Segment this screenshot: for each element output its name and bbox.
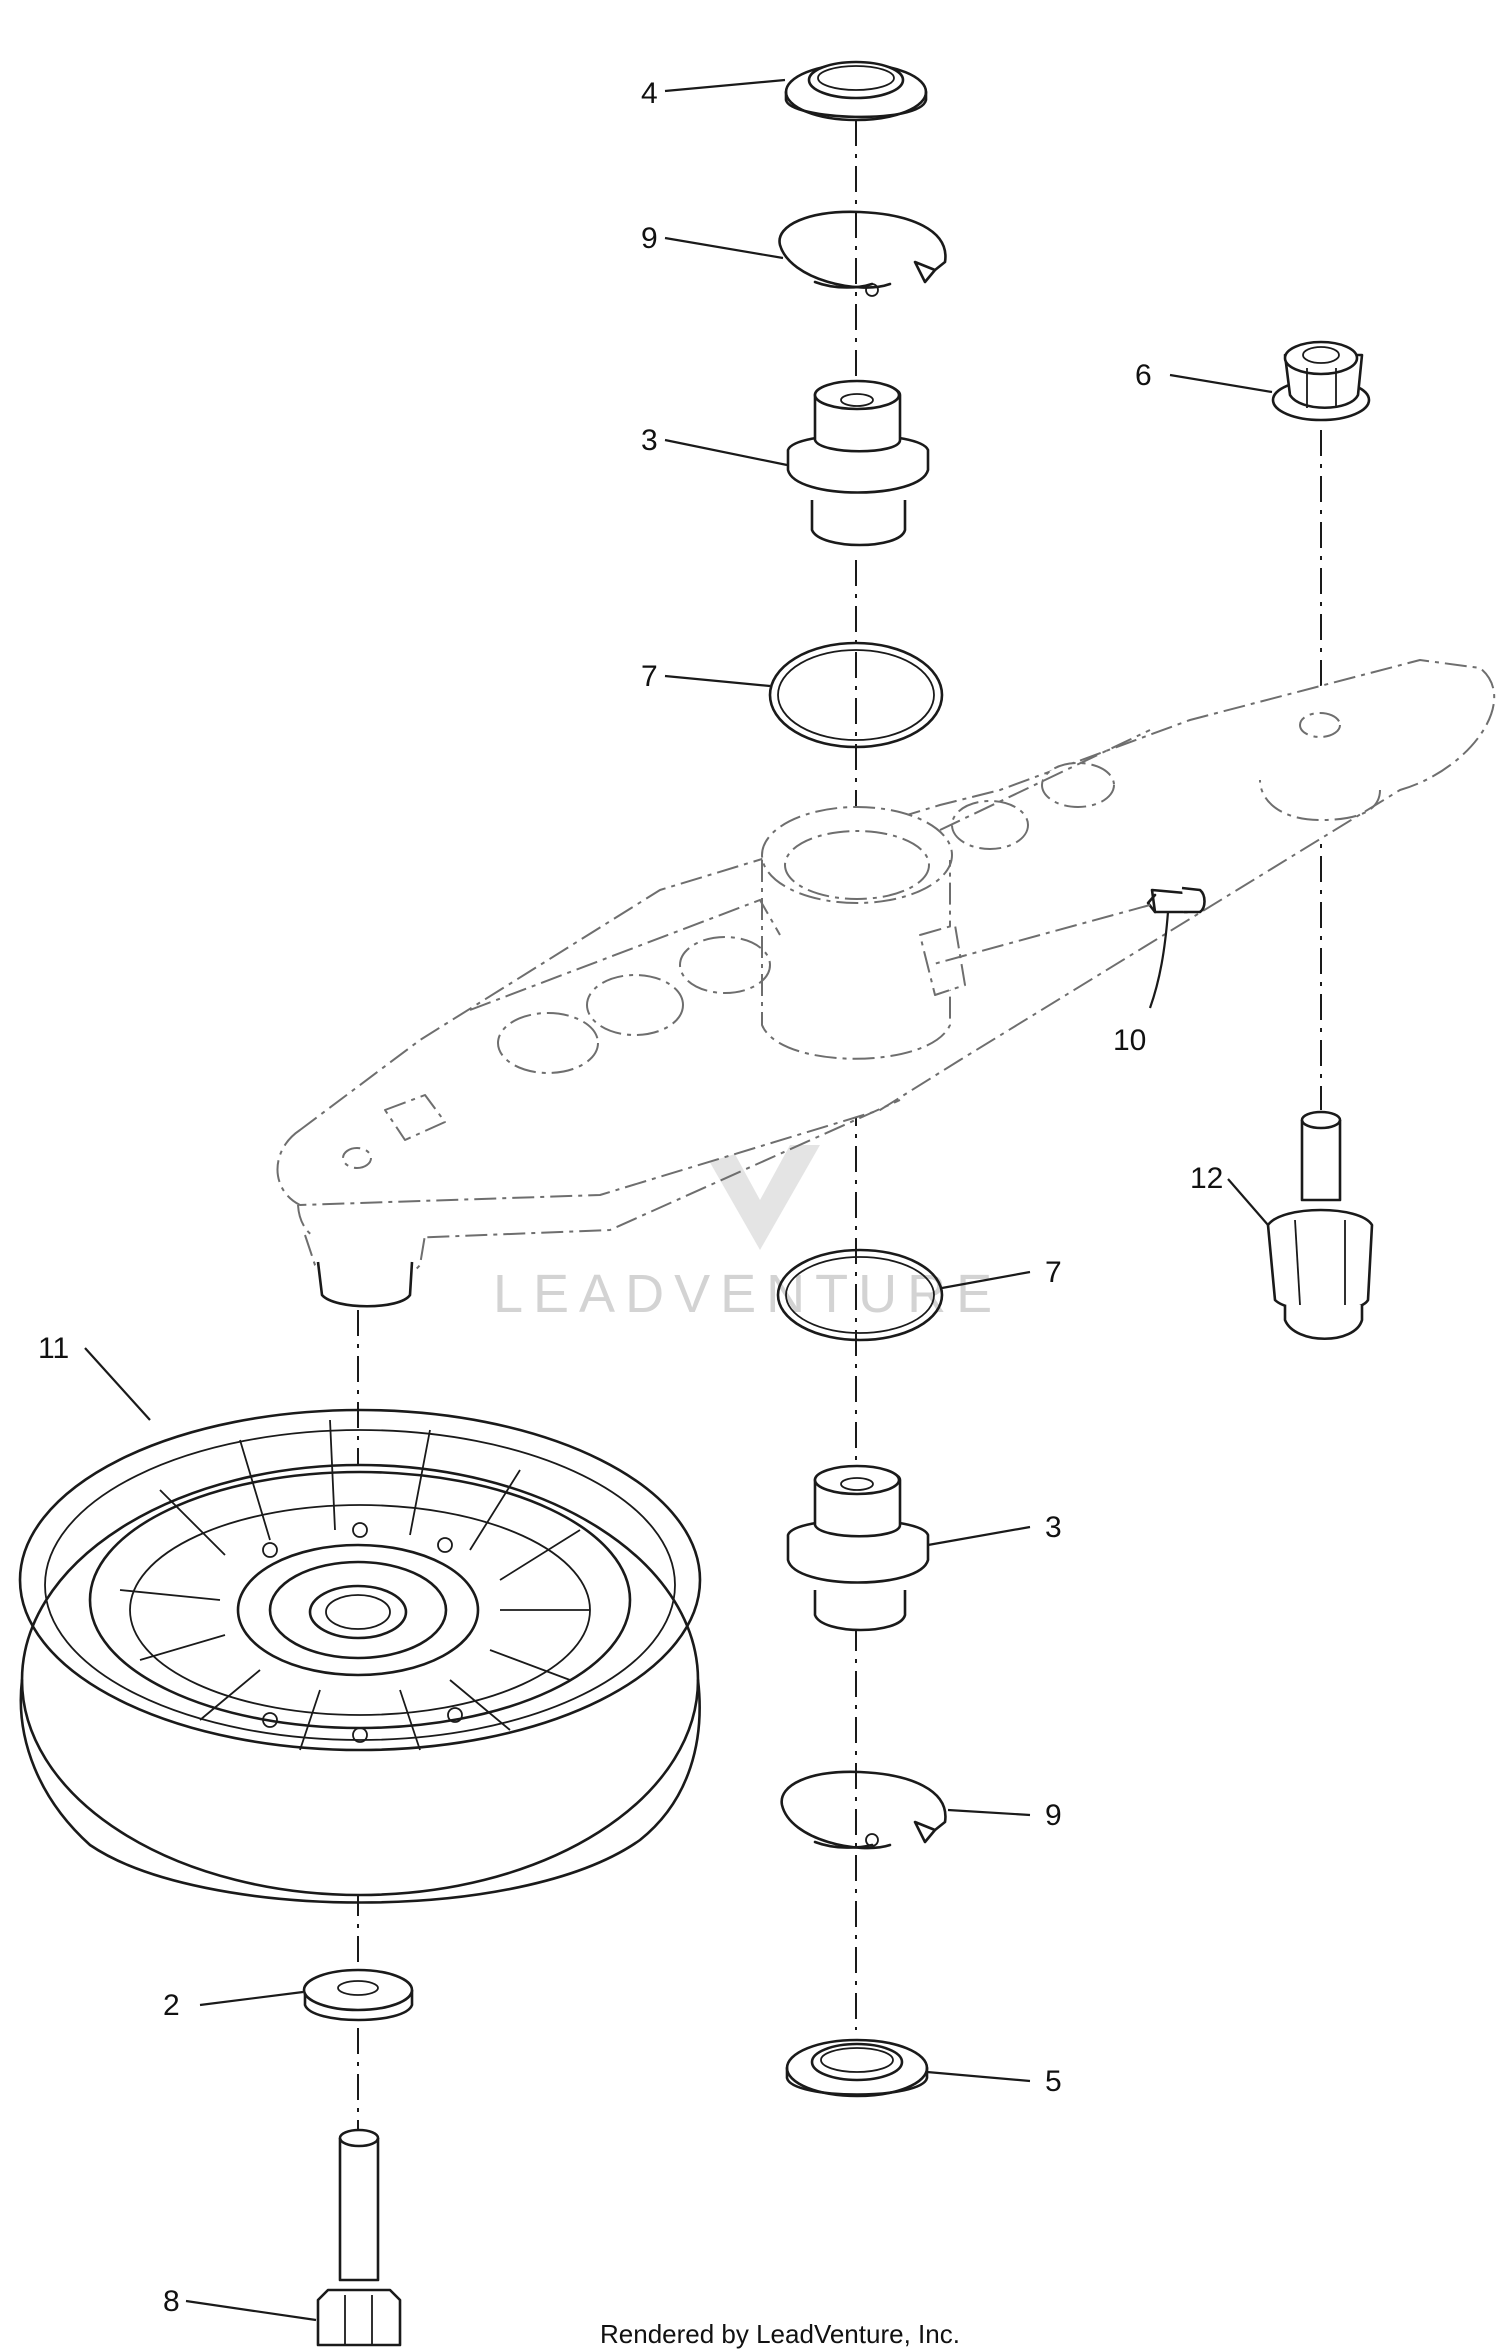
callout-12: 12 [1190,1162,1223,1195]
spacer-washer [302,1968,414,2022]
idler-arm-phantom [276,659,1496,1308]
hex-nut [1271,340,1371,422]
snap-ring-top [778,210,947,297]
callout-7-mid: 7 [1045,1256,1062,1289]
callout-3-bottom: 3 [1045,1511,1062,1544]
o-ring-mid [776,1248,944,1342]
callout-4: 4 [641,77,658,110]
callout-3-top: 3 [641,424,658,457]
callout-labels: 4 9 3 6 7 10 12 7 11 3 9 2 5 8 [38,77,1223,2318]
callout-9-top: 9 [641,222,658,255]
seal-bottom [785,2038,929,2098]
seal-top [784,60,928,122]
callout-5: 5 [1045,2065,1062,2098]
o-ring-top [768,641,944,749]
snap-ring-bottom [780,1770,947,1850]
leader-lines [84,78,1273,2322]
callout-7-top: 7 [641,660,658,693]
grease-fitting [929,886,1206,966]
callout-6: 6 [1135,359,1152,392]
callout-11: 11 [38,1332,69,1365]
bearing-bottom [786,1464,930,1632]
hex-bolt [316,2128,402,2347]
callout-2: 2 [163,1989,180,2022]
callout-8: 8 [163,2285,180,2318]
bearing-top [786,379,930,547]
footer-credit: Rendered by LeadVenture, Inc. [600,2319,960,2349]
pivot-stud [1266,1110,1374,1340]
idler-pulley [18,1408,702,1904]
callout-9-bottom: 9 [1045,1799,1062,1832]
watermark-text: LEADVENTURE [493,1264,1002,1324]
callout-10: 10 [1113,1024,1146,1057]
